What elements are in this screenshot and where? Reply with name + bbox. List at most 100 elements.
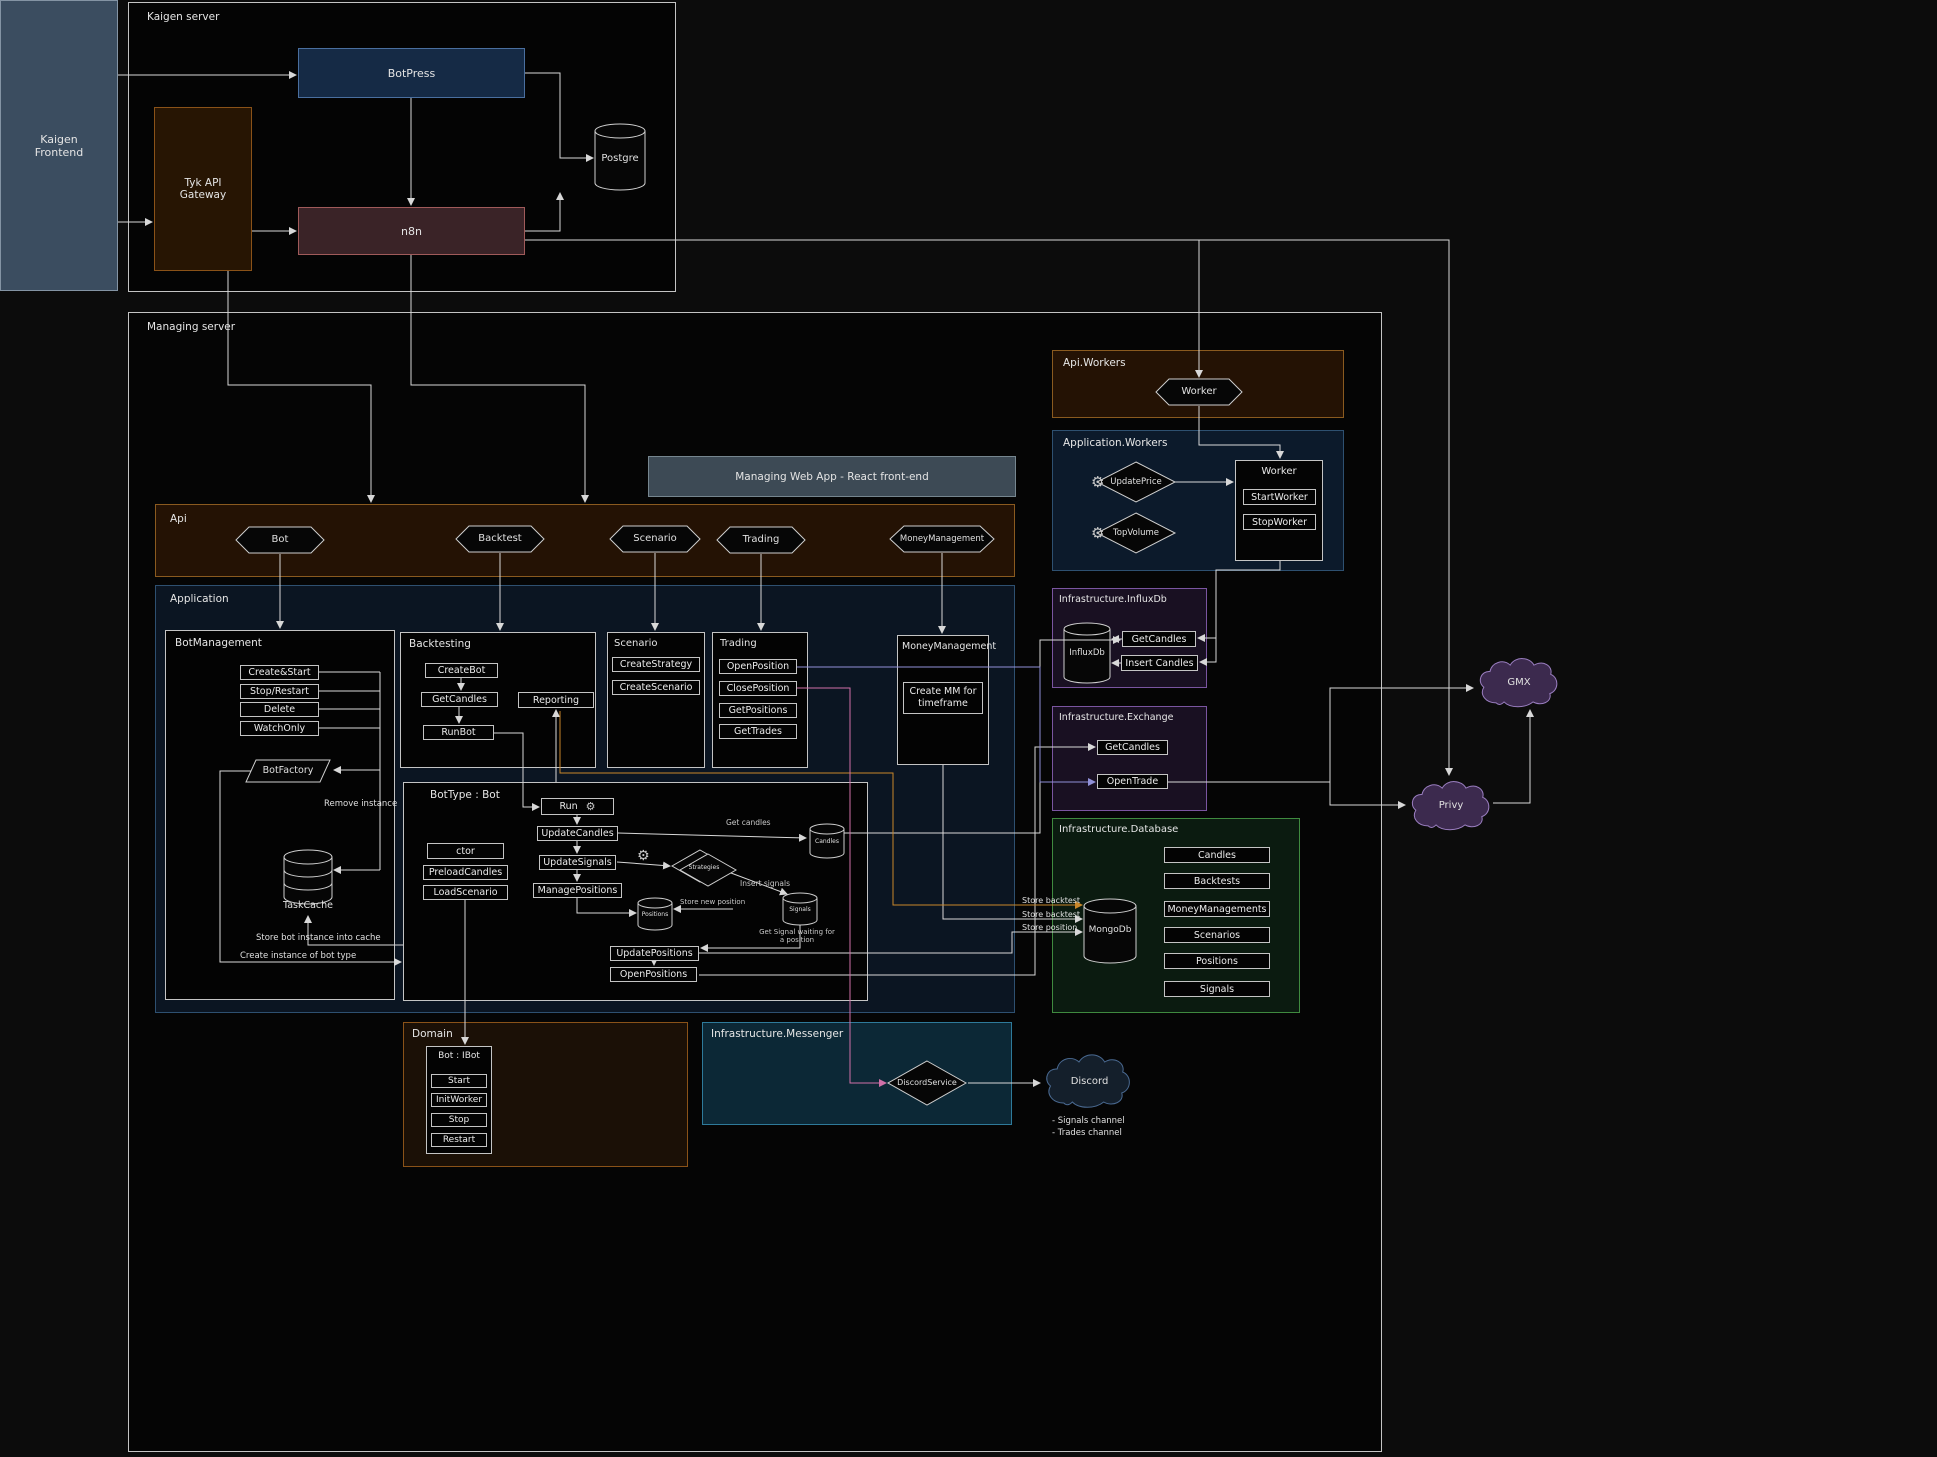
ibot-title: Bot : IBot: [438, 1051, 480, 1061]
bot-type-title: BotType : Bot: [430, 789, 500, 801]
discord-cloud-label: Discord: [1070, 1076, 1109, 1087]
store-instance-note: Store bot instance into cache: [256, 933, 381, 943]
update-signals-node: UpdateSignals: [539, 855, 616, 870]
store-position-edge-label: Store position: [1022, 923, 1078, 932]
delete-node: Delete: [240, 702, 319, 717]
create-scenario-node: CreateScenario: [612, 680, 700, 695]
collection-moneymanagements-node: MoneyManagements: [1164, 901, 1270, 917]
collection-positions-node: Positions: [1164, 953, 1270, 969]
worker-inner-box: Worker: [1235, 460, 1323, 561]
api-layer-title: Api: [170, 513, 187, 525]
gear-icon: ⚙: [1091, 524, 1105, 542]
create-mm-node: Create MM for timeframe: [903, 682, 983, 714]
tyk-label: Tyk API Gateway: [179, 177, 227, 201]
discord-trades-channel-note: - Trades channel: [1052, 1128, 1122, 1138]
api-endpoint-moneymanagement: MoneyManagement: [899, 534, 985, 544]
database-title: Infrastructure.Database: [1059, 824, 1179, 835]
reporting-node: Reporting: [518, 692, 594, 708]
api-workers-title: Api.Workers: [1063, 357, 1126, 369]
manage-positions-node: ManagePositions: [533, 883, 622, 898]
api-endpoint-scenario: Scenario: [633, 533, 677, 544]
open-position-node: OpenPosition: [719, 659, 797, 674]
get-positions-node: GetPositions: [719, 703, 797, 718]
create-bot-node: CreateBot: [425, 663, 498, 678]
run-node: Run ⚙: [541, 798, 614, 815]
ibot-start-node: Start: [431, 1074, 487, 1088]
update-candles-node: UpdateCandles: [537, 826, 618, 841]
candles-cylinder-label: Candles: [815, 838, 839, 845]
exchange-box: Infrastructure.Exchange: [1052, 706, 1207, 811]
update-price-label: UpdatePrice: [1110, 477, 1162, 487]
tyk-gateway-node: Tyk API Gateway: [154, 107, 252, 271]
application-title: Application: [170, 593, 229, 605]
api-workers-box: Api.Workers: [1052, 350, 1344, 418]
gear-icon: ⚙: [1091, 473, 1105, 491]
ibot-restart-node: Restart: [431, 1133, 487, 1147]
gear-icon: ⚙: [585, 800, 596, 813]
kaigen-frontend-node: Kaigen Frontend: [0, 0, 118, 291]
ibot-initworker-node: InitWorker: [431, 1093, 487, 1107]
store-backtest-edge-label-2: Store backtest: [1022, 910, 1081, 919]
update-positions-node: UpdatePositions: [610, 946, 699, 961]
stop-restart-node: Stop/Restart: [240, 684, 319, 699]
domain-title: Domain: [412, 1028, 453, 1040]
discord-service-label: DiscordService: [897, 1078, 957, 1087]
watchonly-node: WatchOnly: [240, 721, 319, 736]
bot-factory-label: BotFactory: [262, 765, 314, 776]
run-label: Run: [559, 801, 578, 812]
privy-cloud-label: Privy: [1438, 800, 1464, 811]
load-scenario-node: LoadScenario: [423, 885, 508, 900]
collection-scenarios-node: Scenarios: [1164, 927, 1270, 943]
store-new-position-note: Store new position: [680, 898, 746, 906]
api-endpoint-trading: Trading: [742, 534, 780, 545]
influxdb-label: InfluxDb: [1069, 648, 1105, 658]
create-strategy-node: CreateStrategy: [612, 657, 700, 672]
strategies-label: Strategies: [688, 864, 720, 871]
stop-worker-node: StopWorker: [1243, 514, 1316, 530]
exchange-get-candles-node: GetCandles: [1097, 740, 1168, 755]
botpress-label: BotPress: [387, 66, 436, 80]
influx-insert-candles-node: Insert Candles: [1121, 655, 1198, 671]
gear-icon: ⚙: [637, 848, 650, 864]
collection-candles-node: Candles: [1164, 847, 1270, 863]
open-positions-node: OpenPositions: [610, 967, 697, 982]
positions-cylinder-label: Positions: [641, 911, 669, 918]
ibot-stop-node: Stop: [431, 1113, 487, 1127]
get-candles-note: Get candles: [726, 818, 771, 827]
exchange-title: Infrastructure.Exchange: [1059, 712, 1174, 723]
influxdb-title: Infrastructure.InfluxDb: [1059, 594, 1167, 605]
api-endpoint-backtest: Backtest: [478, 533, 522, 544]
messenger-title: Infrastructure.Messenger: [711, 1028, 844, 1040]
backtesting-title: Backtesting: [409, 638, 471, 650]
web-app-label: Managing Web App - React front-end: [735, 470, 929, 483]
influx-get-candles-node: GetCandles: [1122, 631, 1196, 647]
kaigen-frontend-label: Kaigen Frontend: [34, 132, 84, 159]
mongodb-label: MongoDb: [1088, 925, 1132, 935]
ctor-node: ctor: [427, 843, 504, 859]
create-start-node: Create&Start: [240, 665, 319, 680]
create-instance-note: Create instance of bot type: [240, 951, 357, 961]
trading-title: Trading: [720, 638, 757, 649]
get-candles-node: GetCandles: [421, 692, 498, 707]
insert-signals-note: Insert signals: [740, 879, 790, 888]
exchange-open-trade-node: OpenTrade: [1097, 774, 1168, 789]
postgre-label: Postgre: [601, 153, 639, 164]
preload-candles-node: PreloadCandles: [423, 865, 508, 880]
web-app-node: Managing Web App - React front-end: [648, 456, 1016, 497]
run-bot-node: RunBot: [423, 725, 494, 740]
store-backtest-edge-label-1: Store backtest: [1022, 896, 1081, 905]
close-position-node: ClosePosition: [719, 681, 797, 696]
trading-box: Trading: [712, 632, 808, 768]
api-endpoint-bot: Bot: [271, 534, 289, 545]
worker-inner-title: Worker: [1261, 466, 1297, 477]
botpress-node: BotPress: [298, 48, 525, 98]
start-worker-node: StartWorker: [1243, 489, 1316, 505]
signals-cylinder-label: Signals: [789, 906, 811, 913]
scenario-box: Scenario: [607, 632, 705, 768]
get-trades-node: GetTrades: [719, 724, 797, 739]
money-management-title: MoneyManagement: [902, 641, 997, 652]
api-worker-label: Worker: [1181, 386, 1217, 397]
bot-management-title: BotManagement: [175, 637, 262, 649]
collection-backtests-node: Backtests: [1164, 873, 1270, 889]
